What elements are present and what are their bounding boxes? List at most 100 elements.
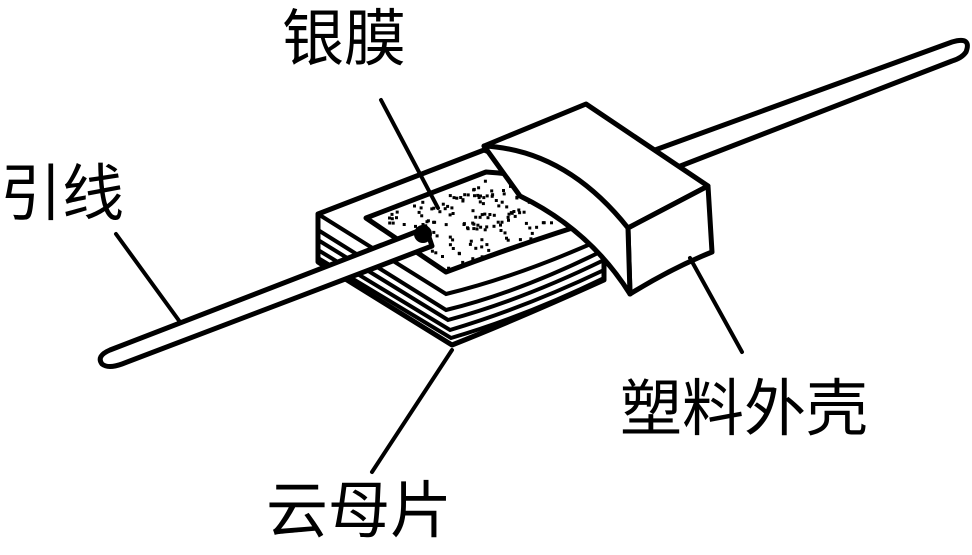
- silver-film-dot: [430, 249, 434, 253]
- silver-film-dot: [485, 194, 489, 198]
- silver-film-dot: [473, 194, 476, 198]
- silver-film-dot: [474, 215, 478, 219]
- label-silver-film: 银膜: [282, 2, 406, 75]
- silver-film-dot: [477, 196, 481, 200]
- silver-film-dot: [425, 220, 429, 224]
- silver-film-dot: [430, 207, 434, 211]
- silver-film-dot: [461, 260, 465, 264]
- leader-line-silver-film: [379, 98, 440, 210]
- silver-film-dot: [496, 220, 500, 224]
- silver-film-dot: [480, 213, 484, 217]
- lead-solder-point: [414, 225, 432, 243]
- silver-film-dot: [499, 229, 503, 232]
- silver-film-dot: [455, 196, 459, 200]
- silver-film-dot: [441, 255, 444, 258]
- silver-film-dot: [507, 218, 510, 222]
- silver-film-dot: [446, 204, 450, 208]
- silver-film-dot: [485, 243, 489, 247]
- silver-film-dot: [447, 266, 451, 270]
- silver-film-dot: [451, 212, 455, 215]
- leader-line-plastic-case: [688, 256, 744, 354]
- silver-film-dot: [448, 194, 452, 198]
- silver-film-dot: [518, 238, 522, 242]
- silver-film-dot: [494, 199, 498, 202]
- silver-film-dot: [499, 223, 502, 227]
- right-lead-wire: [652, 37, 970, 173]
- silver-film-dot: [492, 224, 496, 228]
- leader-line-mica-sheet: [370, 348, 454, 474]
- silver-film-dot: [459, 196, 463, 199]
- label-mica-sheet: 云母片: [266, 474, 452, 547]
- silver-film-dot: [452, 196, 456, 200]
- silver-film-dot: [480, 245, 484, 249]
- silver-film-dot: [550, 221, 553, 225]
- label-lead-wire: 引线: [0, 157, 124, 230]
- silver-film-dot: [485, 225, 489, 229]
- silver-film-dot: [529, 237, 533, 241]
- silver-film-dot: [517, 208, 521, 212]
- silver-film-dot: [448, 243, 452, 247]
- silver-film-dot: [462, 222, 466, 226]
- silver-film-dot: [457, 251, 461, 255]
- silver-film-dot: [530, 231, 534, 235]
- silver-film-dot: [491, 193, 495, 197]
- silver-film-dot: [388, 221, 392, 225]
- silver-film-dot: [505, 236, 508, 240]
- silver-film-dot: [468, 242, 472, 246]
- silver-film-dot: [500, 220, 504, 224]
- silver-film-dot: [480, 255, 484, 259]
- label-plastic-case: 塑料外壳: [620, 372, 868, 445]
- silver-film-dot: [507, 212, 511, 216]
- silver-film-dot: [503, 231, 507, 235]
- silver-film-dot: [461, 198, 465, 202]
- silver-film-dot: [448, 235, 452, 239]
- silver-film-dot: [435, 234, 439, 238]
- silver-film-dot: [421, 223, 425, 226]
- silver-film-dot: [419, 206, 423, 210]
- silver-film-dot: [528, 226, 532, 230]
- silver-film-dot: [444, 223, 448, 227]
- silver-film-dot: [388, 216, 391, 220]
- silver-film-dot: [420, 214, 424, 218]
- silver-film-dot: [513, 214, 517, 218]
- silver-film-dot: [502, 189, 505, 192]
- silver-film-dot: [483, 179, 487, 183]
- silver-film-dot: [490, 189, 494, 193]
- silver-film-dot: [482, 196, 486, 200]
- silver-film-dot: [390, 212, 394, 216]
- silver-film-dot: [477, 186, 481, 190]
- plastic-case: [481, 101, 715, 297]
- silver-film-dot: [391, 221, 395, 225]
- silver-film-dot: [432, 230, 436, 234]
- silver-film-dot: [413, 204, 416, 208]
- silver-film-dot: [472, 227, 476, 231]
- silver-film-dot: [497, 204, 501, 208]
- silver-film-dot: [524, 221, 528, 225]
- silver-film-dot: [479, 225, 483, 229]
- silver-film-dot: [538, 236, 542, 240]
- silver-film-dot: [518, 211, 522, 215]
- silver-film-dot: [421, 200, 425, 204]
- silver-film-dot: [535, 225, 539, 229]
- silver-film-dot: [509, 211, 513, 215]
- silver-film-dot: [448, 213, 452, 217]
- silver-film-dot: [414, 224, 417, 228]
- silver-film-dot: [441, 202, 445, 206]
- silver-film-dot: [395, 216, 398, 220]
- silver-film-dot: [481, 202, 485, 206]
- silver-film-dot: [417, 210, 421, 214]
- silver-film-dot: [466, 193, 470, 197]
- silver-film-dot: [512, 210, 516, 213]
- silver-film-dot: [438, 210, 442, 214]
- silver-film-dot: [542, 221, 546, 225]
- silver-film-dot: [395, 210, 399, 214]
- silver-film-dot: [486, 216, 490, 220]
- silver-film-dot: [487, 248, 491, 252]
- silver-film-dot: [522, 210, 526, 214]
- silver-film-dot: [471, 209, 475, 213]
- silver-film-dot: [505, 205, 509, 209]
- silver-film-dot: [466, 226, 469, 230]
- silver-film-dot: [390, 217, 394, 221]
- silver-film-dot: [432, 220, 436, 224]
